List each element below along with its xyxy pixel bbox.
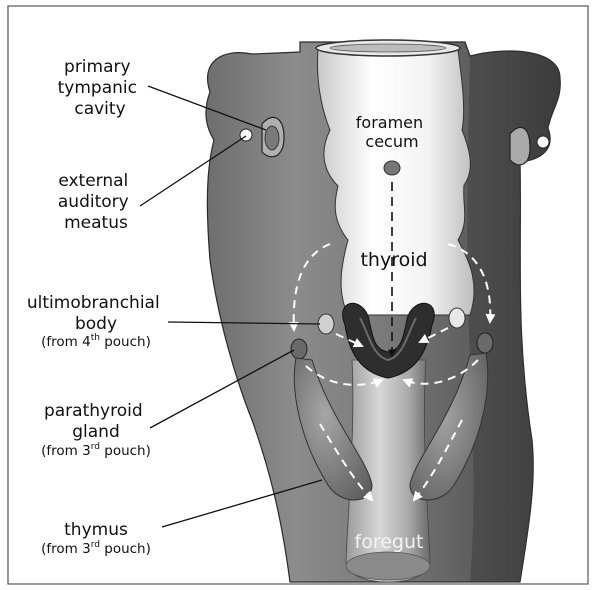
foramen-cecum [384, 161, 400, 175]
pharynx-lumen [318, 50, 475, 315]
label-foregut: foregut [355, 531, 424, 553]
label-thyroid: thyroid [360, 249, 427, 271]
label-external-auditory-meatus: external auditory meatus [58, 171, 134, 233]
ultimobranchial-body-right [449, 308, 465, 328]
ultimobranchial-body-left [318, 314, 334, 334]
auditory-meatus-right [537, 136, 549, 148]
parathyroid-left [291, 339, 307, 359]
label-foramen-cecum: foramen cecum [356, 113, 428, 151]
tympanic-cavity-right [510, 127, 530, 165]
parathyroid-right [477, 333, 493, 353]
label-thymus: thymus [64, 520, 128, 540]
